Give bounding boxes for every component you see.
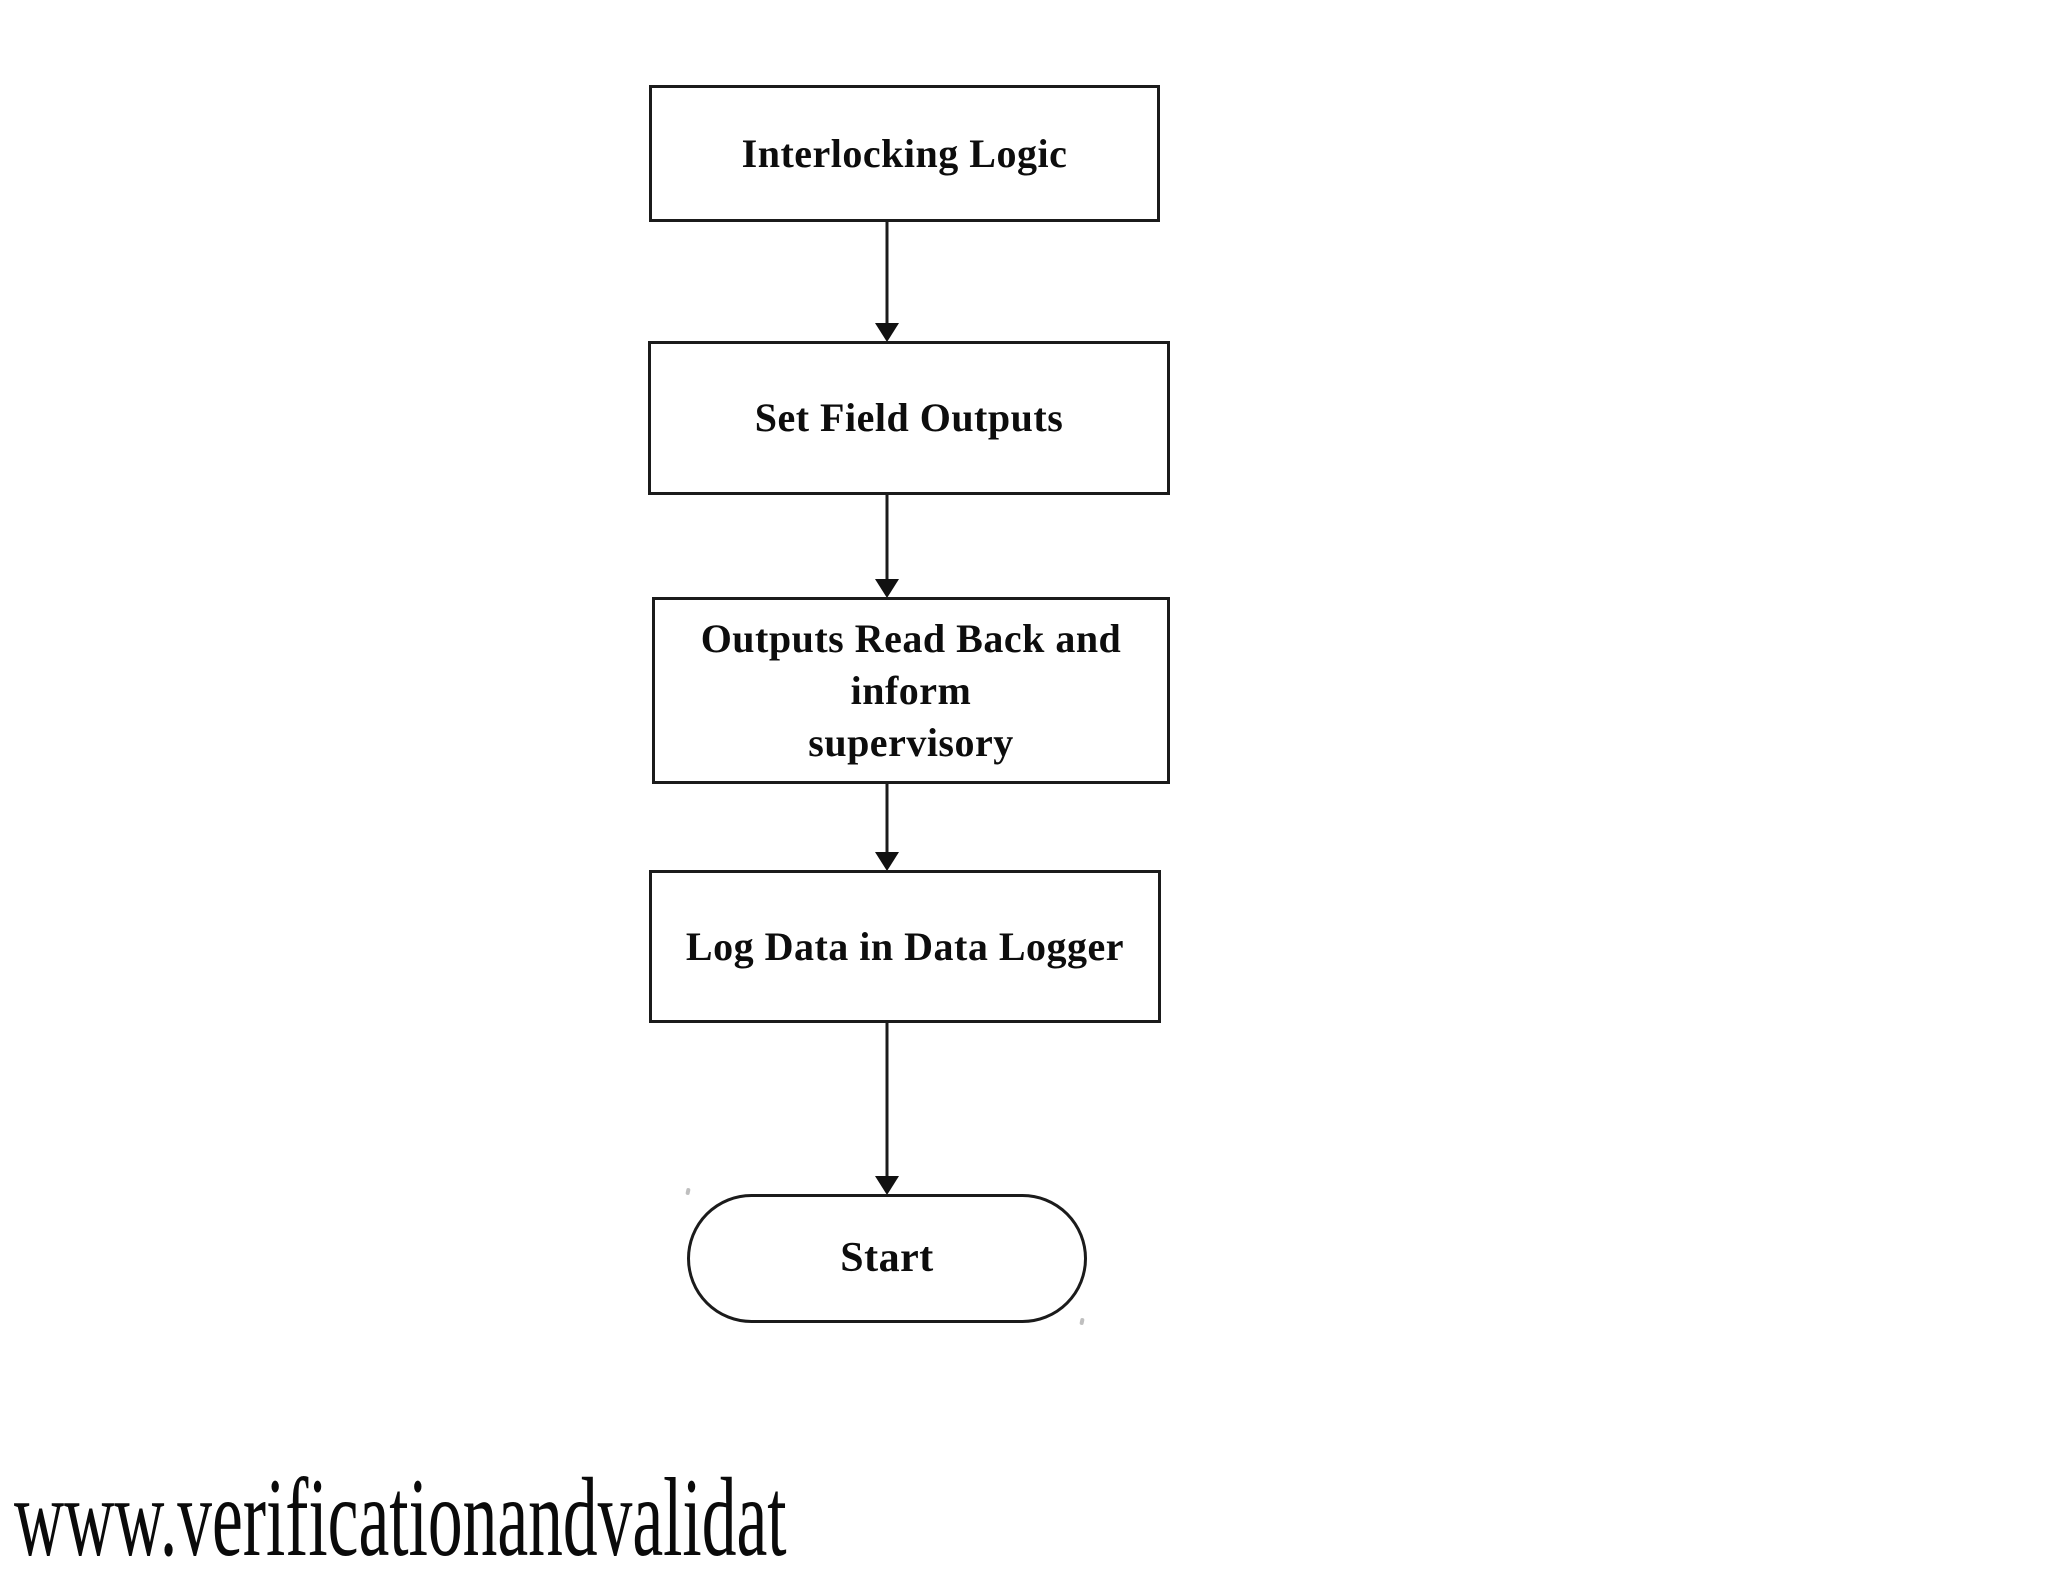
flow-arrow-2: [874, 495, 900, 598]
scan-artifact-dot: [1079, 1317, 1085, 1326]
flow-node-label: Log Data in Data Logger: [685, 923, 1125, 969]
flow-node-log-data-logger: Log Data in Data Logger: [649, 870, 1161, 1023]
flow-node-label-line1: Outputs Read Back and inform: [700, 615, 1122, 713]
flow-arrow-1: [874, 222, 900, 342]
flow-arrow-4: [874, 1023, 900, 1195]
scan-artifact-dot: [685, 1187, 691, 1196]
flow-node-label: Set Field Outputs: [754, 395, 1064, 440]
flow-node-interlocking-logic: Interlocking Logic: [649, 85, 1160, 222]
flow-node-start: Start: [687, 1194, 1087, 1323]
watermark-url-text: www.verificationandvalidat: [14, 1456, 787, 1580]
flow-node-outputs-read-back: Outputs Read Back and inform supervisory: [652, 597, 1170, 784]
flow-node-set-field-outputs: Set Field Outputs: [648, 341, 1170, 495]
flow-node-label-line2: supervisory: [808, 719, 1014, 765]
flowchart-canvas: Interlocking Logic Set Field Outputs Out…: [0, 0, 2048, 1536]
flow-node-label: Start: [840, 1235, 934, 1282]
flow-node-label: Interlocking Logic: [741, 130, 1068, 176]
flow-arrow-3: [874, 784, 900, 871]
